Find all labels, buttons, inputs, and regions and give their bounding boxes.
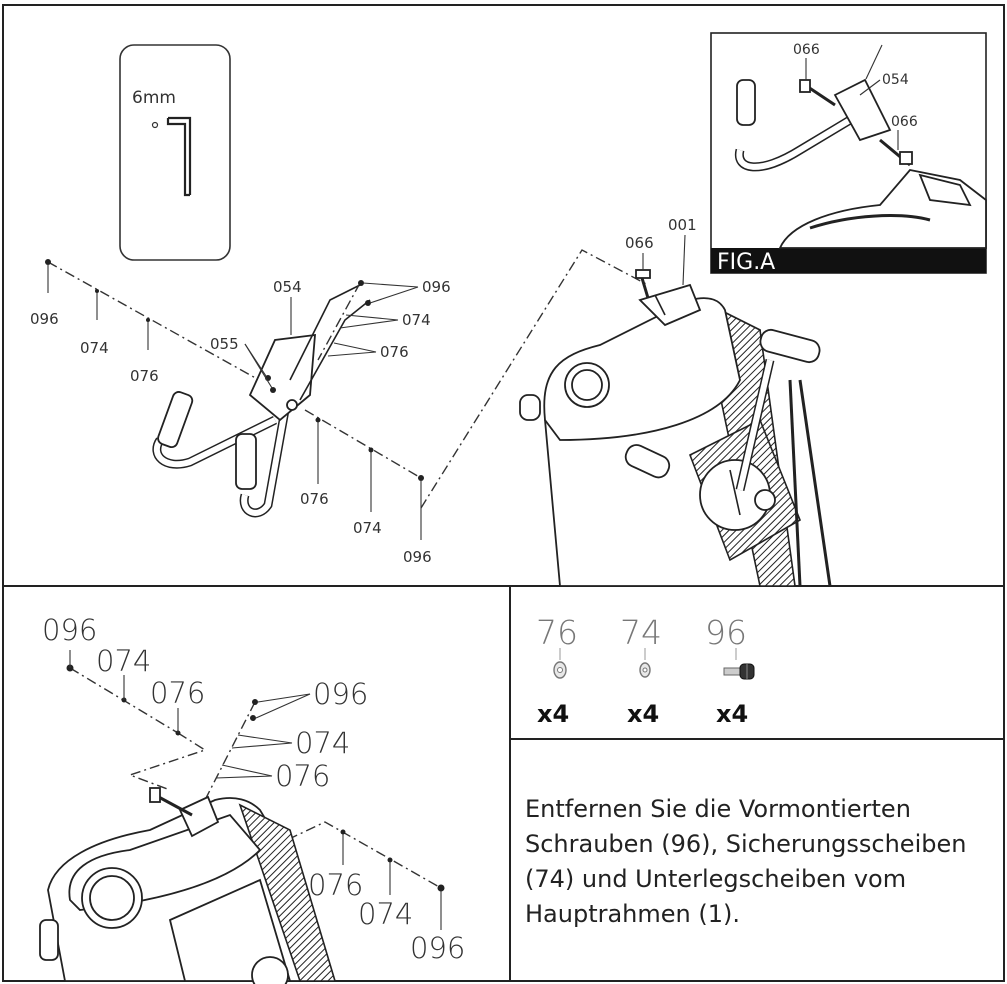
part-qty: x4 [627,700,659,728]
label-bottom-076-lower: 076 [308,868,363,902]
label-074-upper-right: 074 [402,311,431,329]
label-fig-066-top: 066 [793,42,820,58]
label-076-lower-right: 076 [300,490,329,508]
label-bottom-096-upper: 096 [313,677,368,711]
hardware-line-upper-right [317,280,419,361]
label-076-upper-right: 076 [380,343,409,361]
label-096-lower-right: 096 [403,548,432,566]
parts-panel: 76 x4 74 x4 96 x4 [536,613,755,728]
label-074-lower-right: 074 [353,519,382,537]
part-74: 74 x4 [620,613,662,728]
label-bottom-096-lower: 096 [410,931,465,965]
label-001: 001 [668,216,697,234]
hardware-line-left [45,259,269,386]
part-number: 74 [620,613,662,652]
part-96: 96 x4 [705,613,755,728]
dash-connector [420,249,649,509]
panel-borders [2,4,1005,982]
part-qty: x4 [537,700,569,728]
bottom-main-frame [39,787,337,984]
bottom-hardware-lower-right [269,821,445,930]
allen-key-card: 6mm [119,44,231,261]
label-bottom-076-left: 076 [150,676,205,710]
bottom-hardware-upper-right [204,693,311,801]
handlebar-assembly [152,284,371,518]
hole-icon [151,121,159,129]
part-qty: x4 [716,700,748,728]
part-number: 96 [705,613,747,652]
hardware-line-lower-right [304,409,424,540]
fig-a-caption: FIG.A [717,250,775,275]
tool-size-label: 6mm [132,88,176,108]
label-bottom-074-upper: 074 [295,726,350,760]
screw-icon [723,663,755,680]
label-fig-054: 054 [882,72,909,88]
label-055: 055 [210,335,239,353]
label-bottom-096-left: 096 [42,613,97,647]
label-054: 054 [273,278,302,296]
label-096-upper-right: 096 [422,278,451,296]
bottom-hardware-left [66,650,207,791]
label-bottom-074-lower: 074 [358,897,413,931]
label-bottom-074-left: 074 [96,644,151,678]
label-066: 066 [625,234,654,252]
label-096-left: 096 [30,310,59,328]
allen-key-icon [166,116,192,197]
part-number: 76 [536,613,578,652]
fig-a-caption-bar [711,248,986,273]
main-frame [519,269,832,587]
label-fig-066-bottom: 066 [891,114,918,130]
label-074-left: 074 [80,339,109,357]
instruction-text: Entfernen Sie die Vormontierten Schraube… [525,795,967,928]
label-076-left: 076 [130,367,159,385]
label-bottom-076-upper: 076 [275,759,330,793]
fig-a-inset: FIG.A [710,32,987,275]
part-76: 76 x4 [536,613,578,728]
